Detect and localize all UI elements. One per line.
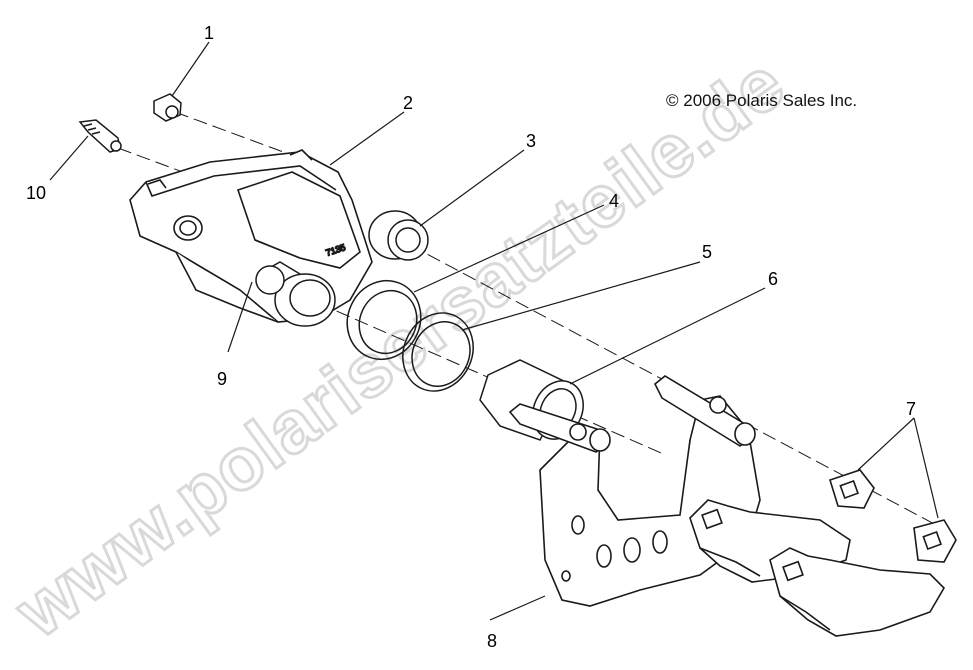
callout-3: 3 [526,131,537,151]
boot-seal-part [368,210,429,261]
callout-6: 6 [768,269,779,289]
callout-10: 10 [26,183,47,203]
caliper-body-part: 7135 [129,149,373,323]
caliper-piston-seal-part [255,261,336,327]
bleeder-screw-part [78,119,122,153]
callout-5: 5 [702,242,713,262]
leader-lines [49,41,939,621]
brake-pads-part [689,469,957,637]
callout-8: 8 [487,631,498,651]
callout-9: 9 [217,369,228,389]
seal-ring-5-part [402,312,474,392]
callout-1: 1 [204,23,215,43]
copyright-notice: © 2006 Polaris Sales Inc. [666,91,858,110]
bleeder-cap-part [153,93,182,122]
callout-7: 7 [906,399,917,419]
callout-4: 4 [609,191,620,211]
seal-ring-4-part [346,279,422,361]
callout-2: 2 [403,93,414,113]
